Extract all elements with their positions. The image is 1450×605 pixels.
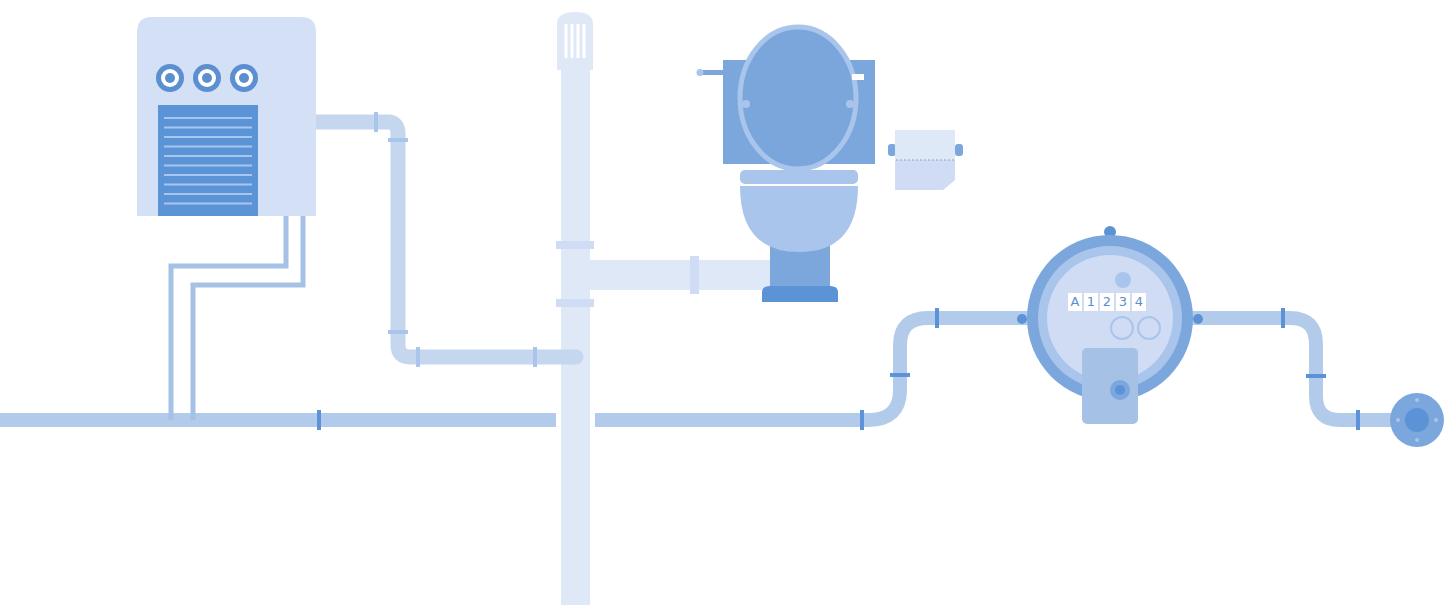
boiler	[137, 17, 316, 216]
meter-register	[1082, 348, 1138, 424]
vent-cap	[557, 12, 593, 70]
toilet-base	[762, 286, 838, 302]
vent-grill	[566, 24, 584, 58]
stack-flange	[556, 241, 594, 249]
toilet-bowl	[740, 186, 858, 252]
meter-digit: 1	[1084, 293, 1098, 311]
end-flange-hub	[1405, 408, 1429, 432]
toilet-lid	[740, 27, 856, 169]
boiler-grille	[158, 105, 258, 216]
stack-flange	[556, 299, 594, 307]
pipe-joint	[317, 308, 1360, 430]
drain-branch	[590, 260, 772, 290]
toilet-paper	[895, 130, 955, 160]
meter-digit: 4	[1132, 293, 1146, 311]
gas-line	[171, 186, 303, 420]
meter-digit: 3	[1116, 293, 1130, 311]
meter-digit: A	[1068, 293, 1082, 311]
vent-stack	[561, 40, 590, 605]
gauge	[156, 64, 258, 92]
end-flange	[1390, 393, 1444, 447]
meter-digit: 2	[1100, 293, 1114, 311]
toilet-seat	[740, 170, 858, 184]
boiler-pipe	[316, 122, 576, 357]
drain-coupling	[690, 256, 699, 294]
